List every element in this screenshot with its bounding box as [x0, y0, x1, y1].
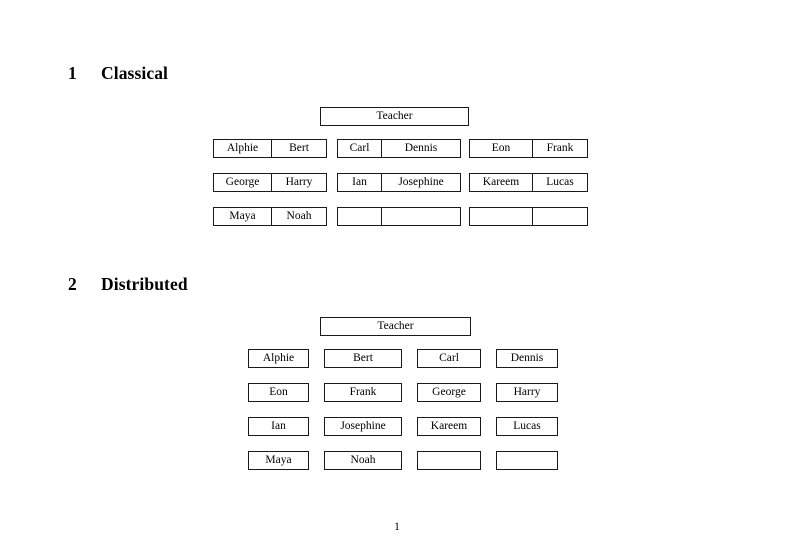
student-cell: Maya: [248, 451, 309, 470]
student-cell: Bert: [271, 139, 327, 158]
classical-group-middle: Carl Dennis Ian Josephine: [337, 139, 461, 226]
table-row: Ian Josephine: [337, 173, 461, 192]
table-row: George Harry: [213, 173, 327, 192]
table-row: Kareem Lucas: [469, 173, 588, 192]
page-number: 1: [394, 521, 400, 533]
section-heading-classical: 1 Classical: [68, 63, 168, 84]
table-row: Maya Noah: [213, 207, 327, 226]
table-row: Teacher: [320, 107, 469, 126]
student-cell: Noah: [271, 207, 327, 226]
table-row: Maya Noah: [248, 451, 558, 470]
student-cell: Lucas: [496, 417, 558, 436]
row-spacer: [470, 158, 588, 174]
student-cell: Dennis: [381, 139, 461, 158]
student-cell-empty: [496, 451, 558, 470]
student-cell: George: [213, 173, 272, 192]
classical-teacher-box: Teacher: [320, 107, 469, 126]
student-cell: Ian: [337, 173, 382, 192]
student-cell: Kareem: [469, 173, 533, 192]
student-cell: Alphie: [213, 139, 272, 158]
row-spacer: [338, 158, 461, 174]
classical-group-right: Eon Frank Kareem Lucas: [469, 139, 588, 226]
distributed-teacher-box: Teacher: [320, 317, 471, 336]
student-cell: Maya: [213, 207, 272, 226]
table-row: Ian Josephine Kareem Lucas: [248, 417, 558, 436]
row-spacer: [214, 158, 327, 174]
section-number: 2: [68, 274, 77, 294]
table-row: Eon Frank: [469, 139, 588, 158]
student-cell: Harry: [496, 383, 558, 402]
student-cell-empty: [532, 207, 588, 226]
student-cell: Lucas: [532, 173, 588, 192]
table-row: Carl Dennis: [337, 139, 461, 158]
student-cell: George: [417, 383, 481, 402]
teacher-cell: Teacher: [320, 317, 471, 336]
student-cell: Frank: [532, 139, 588, 158]
section-number: 1: [68, 63, 77, 83]
student-cell-empty: [469, 207, 533, 226]
student-cell: Noah: [324, 451, 402, 470]
distributed-student-grid: Alphie Bert Carl Dennis Eon Frank George…: [233, 334, 573, 485]
student-cell: Josephine: [381, 173, 461, 192]
student-cell-empty: [381, 207, 461, 226]
student-cell: Carl: [337, 139, 382, 158]
section-title: Distributed: [101, 274, 188, 294]
section-heading-distributed: 2 Distributed: [68, 274, 188, 295]
table-row: [337, 207, 461, 226]
table-row: Teacher: [320, 317, 471, 336]
teacher-cell: Teacher: [320, 107, 469, 126]
student-cell: Carl: [417, 349, 481, 368]
row-spacer: [470, 192, 588, 208]
classical-group-left: Alphie Bert George Harry Maya Noah: [213, 139, 327, 226]
student-cell: Ian: [248, 417, 309, 436]
student-cell-empty: [417, 451, 481, 470]
section-title: Classical: [101, 63, 169, 83]
student-cell: Dennis: [496, 349, 558, 368]
table-row: Eon Frank George Harry: [248, 383, 558, 402]
student-cell: Harry: [271, 173, 327, 192]
student-cell-empty: [337, 207, 382, 226]
table-row: Alphie Bert: [213, 139, 327, 158]
student-cell: Bert: [324, 349, 402, 368]
student-cell: Frank: [324, 383, 402, 402]
row-spacer: [214, 192, 327, 208]
table-row: Alphie Bert Carl Dennis: [248, 349, 558, 368]
student-cell: Eon: [469, 139, 533, 158]
student-cell: Kareem: [417, 417, 481, 436]
table-row: [469, 207, 588, 226]
student-cell: Josephine: [324, 417, 402, 436]
student-cell: Alphie: [248, 349, 309, 368]
row-spacer: [338, 192, 461, 208]
student-cell: Eon: [248, 383, 309, 402]
